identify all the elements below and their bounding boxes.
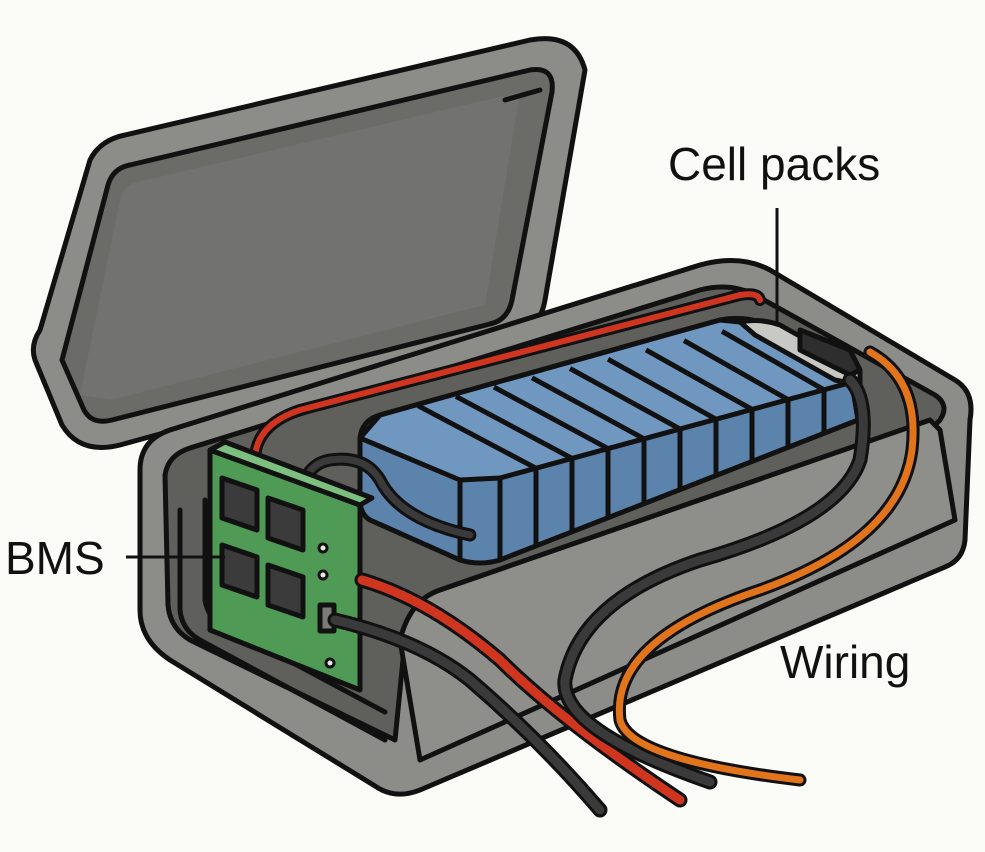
bms-board xyxy=(207,439,375,693)
bms-chip xyxy=(265,562,306,620)
output-wires xyxy=(327,345,920,818)
cell-divider xyxy=(568,366,683,489)
pcb-via xyxy=(317,542,329,554)
label-bms: BMS xyxy=(5,532,105,584)
cell-divider xyxy=(644,347,755,462)
cell-divider xyxy=(682,338,791,448)
cell-divider xyxy=(530,375,647,503)
cell-divider xyxy=(720,329,827,434)
label-wiring: Wiring xyxy=(780,636,910,688)
cell-divider xyxy=(454,394,575,531)
bms-chip xyxy=(219,542,260,600)
cell-divider xyxy=(606,357,719,476)
wire-connector xyxy=(797,327,863,378)
cell-divider xyxy=(492,384,611,517)
label-cell-packs: Cell packs xyxy=(668,138,880,190)
black-output-wire xyxy=(330,615,605,815)
orange-wire xyxy=(615,348,917,784)
pcb-via xyxy=(317,569,329,581)
red-output-wire xyxy=(357,575,685,805)
black-wire-back xyxy=(560,375,868,787)
bms-chip xyxy=(265,495,306,553)
pcb-via xyxy=(324,657,336,669)
cell-dividers xyxy=(416,329,827,545)
cell-divider xyxy=(416,403,539,545)
enclosure-lid xyxy=(30,36,588,450)
bms-chip xyxy=(219,475,260,533)
